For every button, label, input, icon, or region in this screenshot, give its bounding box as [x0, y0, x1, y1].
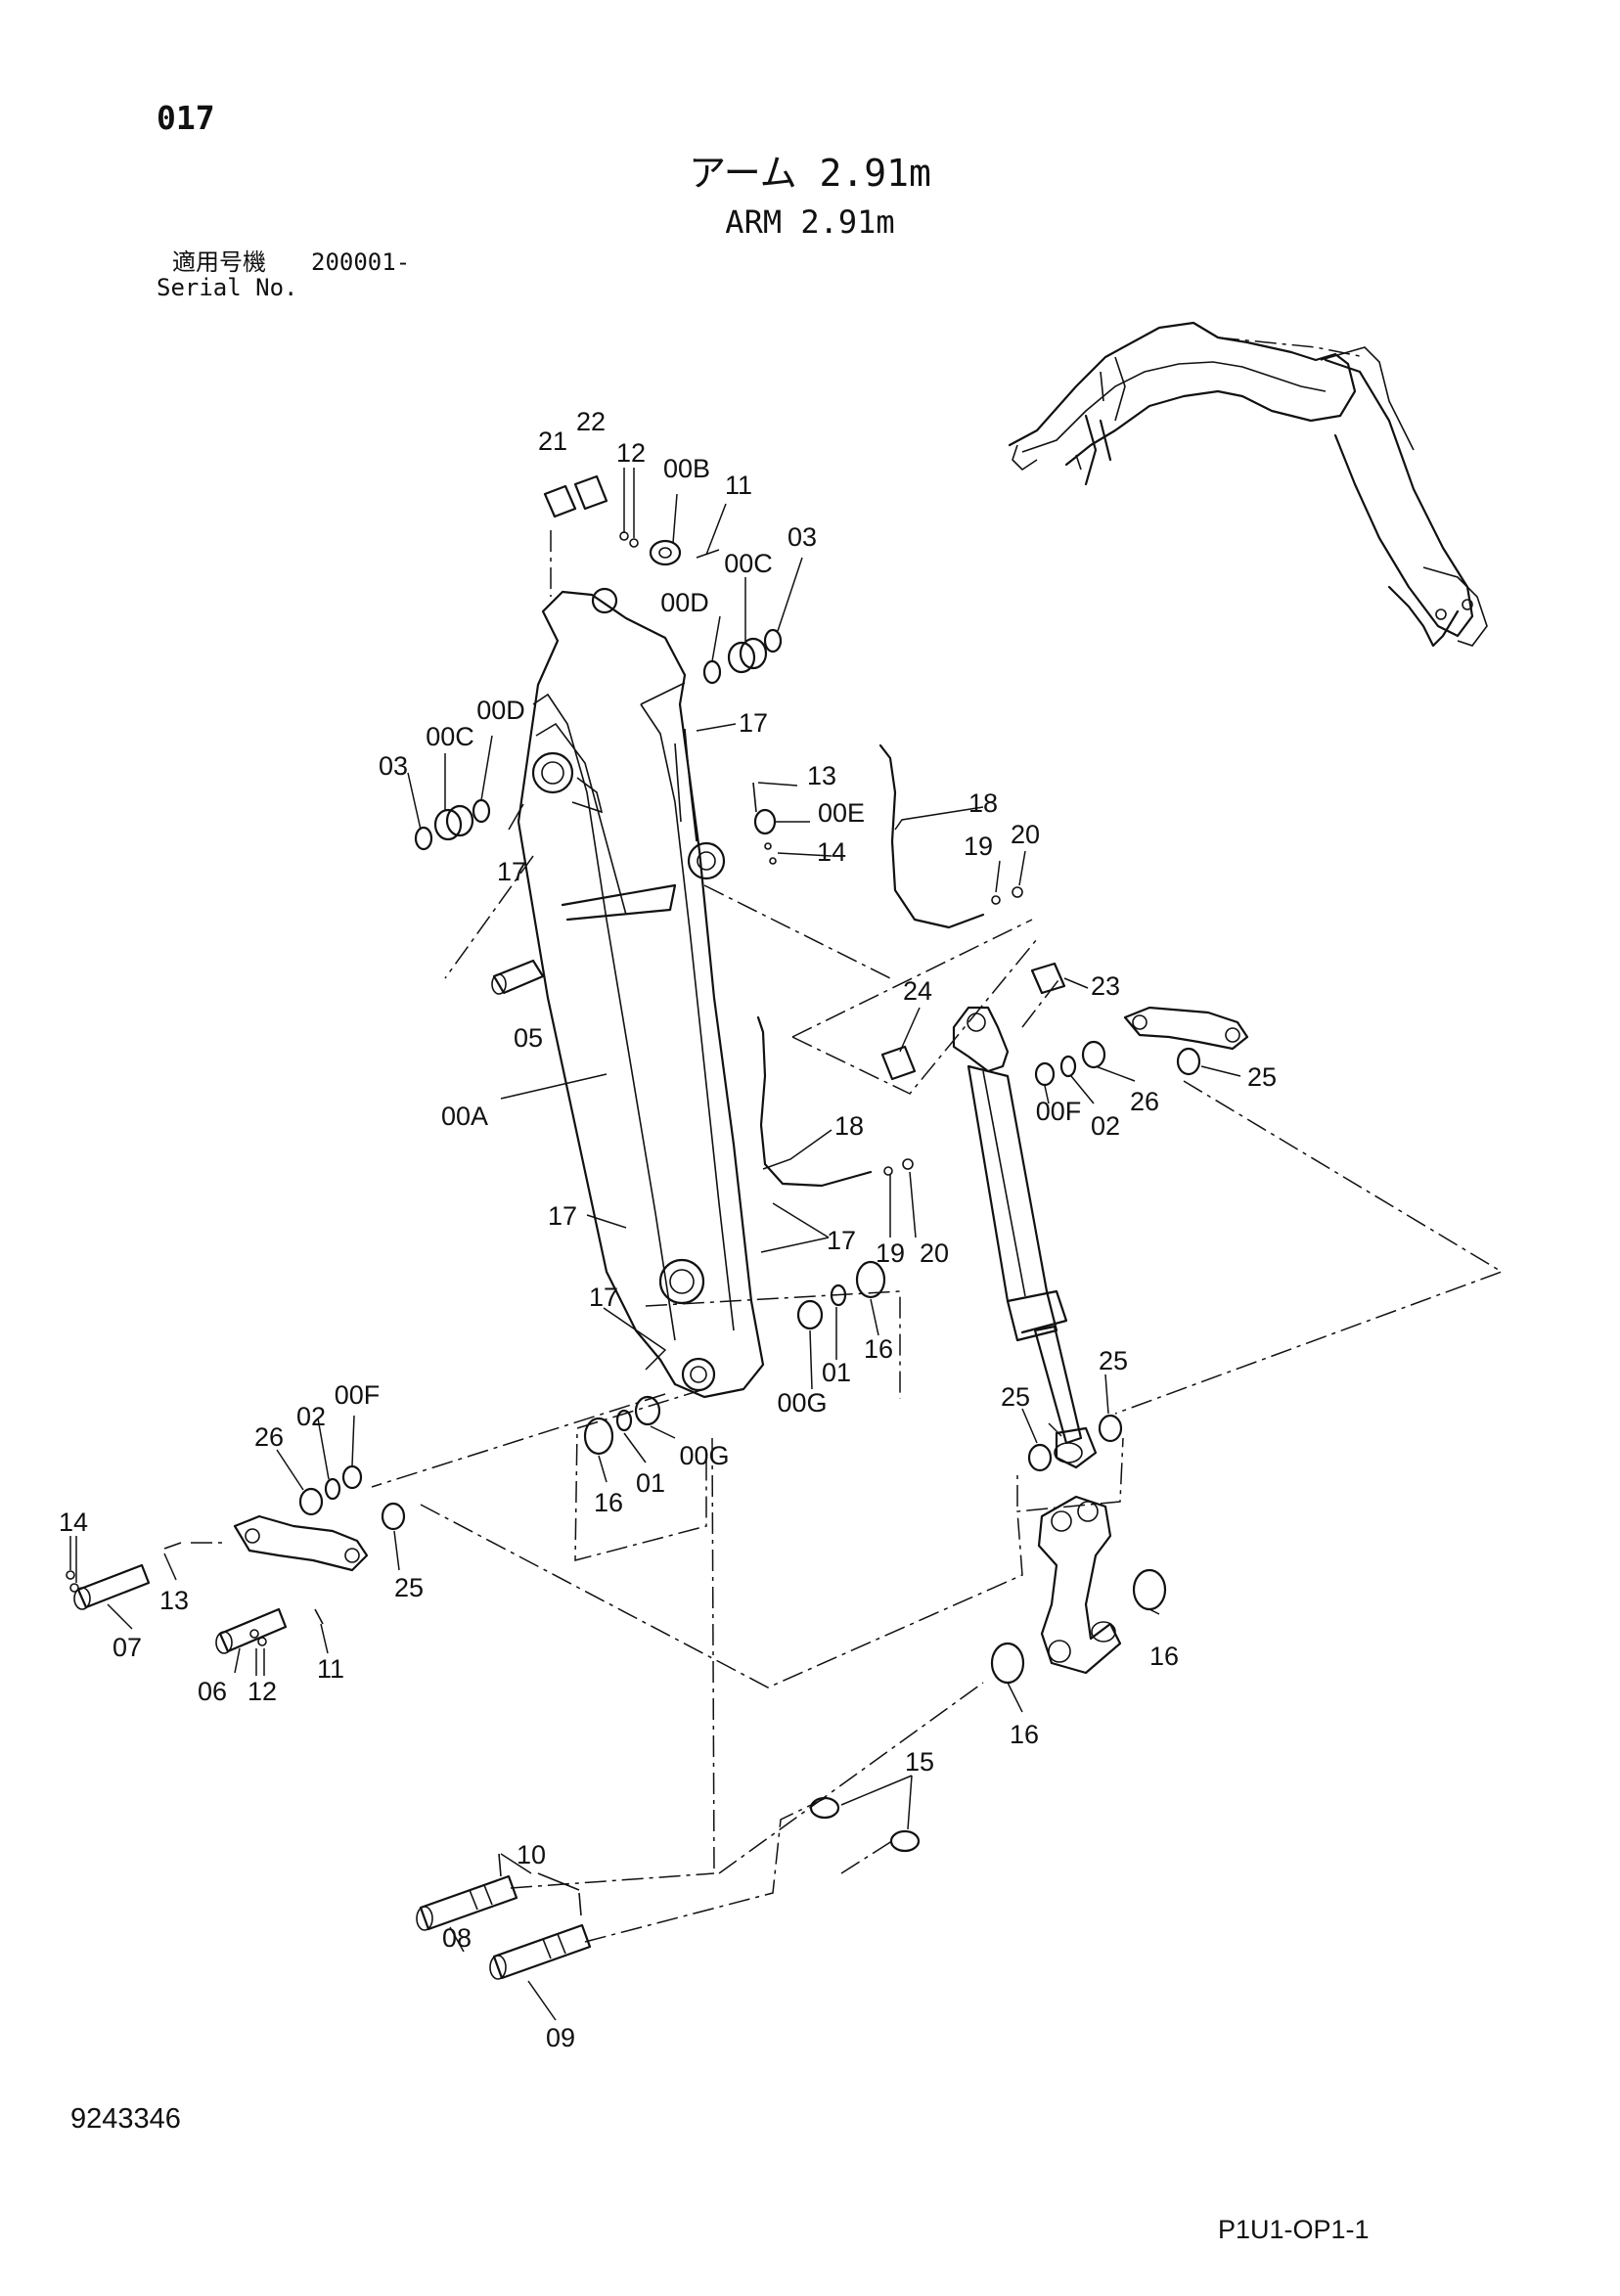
- side-link-right: [1123, 1006, 1249, 1051]
- label-16-mid: 16: [864, 1334, 893, 1364]
- label-00G-mid: 00G: [777, 1388, 827, 1418]
- label-23: 23: [1091, 971, 1120, 1001]
- label-21: 21: [538, 427, 567, 456]
- label-11-lower: 11: [317, 1654, 344, 1684]
- label-12-lower: 12: [248, 1677, 277, 1706]
- label-16-link-right: 16: [1149, 1642, 1179, 1671]
- label-07: 07: [112, 1633, 142, 1662]
- label-12-upper: 12: [616, 438, 646, 468]
- label-25-left: 25: [394, 1573, 424, 1602]
- label-03-right: 03: [788, 522, 817, 552]
- leader-lines: [69, 468, 1241, 2021]
- label-00D-left: 00D: [476, 696, 525, 725]
- pin-07: [73, 1563, 151, 1610]
- label-01-lower: 01: [636, 1468, 665, 1498]
- title-japanese: アーム 2.91m: [689, 152, 931, 195]
- label-17-top: 17: [739, 708, 768, 738]
- label-10: 10: [517, 1840, 546, 1869]
- label-17-mid-right: 17: [827, 1226, 856, 1255]
- serial-label-english: Serial No.: [157, 274, 298, 301]
- pin-06: [215, 1607, 288, 1654]
- construction-lines: [191, 530, 1504, 1943]
- label-05: 05: [514, 1023, 543, 1053]
- label-01-mid: 01: [822, 1358, 851, 1387]
- title-english: ARM 2.91m: [725, 203, 894, 241]
- label-18-lower: 18: [834, 1111, 864, 1141]
- page-code: 017: [157, 99, 215, 137]
- label-26-left: 26: [254, 1422, 284, 1452]
- label-11-upper: 11: [725, 471, 752, 500]
- label-00G-lower: 00G: [679, 1441, 729, 1470]
- label-08: 08: [442, 1923, 472, 1953]
- serial-value: 200001-: [311, 248, 410, 276]
- label-00F-left: 00F: [335, 1380, 381, 1410]
- drawing-number: 9243346: [70, 2103, 181, 2135]
- label-09: 09: [546, 2023, 575, 2052]
- label-17-bottom: 17: [589, 1283, 618, 1312]
- label-24: 24: [903, 976, 932, 1006]
- label-02-right: 02: [1091, 1111, 1120, 1141]
- label-16-lower: 16: [594, 1488, 623, 1517]
- sheet-code: P1U1-OP1-1: [1218, 2215, 1370, 2244]
- label-19-lower: 19: [876, 1238, 905, 1268]
- label-19-upper: 19: [964, 832, 993, 861]
- label-25-cylinder-upper: 25: [1099, 1346, 1128, 1375]
- link-assembly: [1037, 1495, 1122, 1675]
- label-00D-right: 00D: [660, 588, 709, 617]
- label-22: 22: [576, 407, 606, 436]
- label-06: 06: [198, 1677, 227, 1706]
- hydraulic-cylinder: [952, 1006, 1098, 1469]
- excavator-boom-overview-illustration: [1008, 321, 1488, 648]
- label-00C-right: 00C: [724, 549, 773, 578]
- label-13-upper: 13: [807, 761, 836, 790]
- label-00E: 00E: [818, 798, 865, 828]
- label-25-right: 25: [1247, 1062, 1277, 1092]
- label-00A: 00A: [441, 1102, 488, 1131]
- label-02-left: 02: [296, 1402, 326, 1431]
- label-14-left: 14: [59, 1508, 88, 1537]
- label-03-left: 03: [379, 751, 408, 781]
- label-17-left: 17: [497, 857, 526, 886]
- hose-18-upper: [878, 743, 985, 929]
- pin-09: [489, 1923, 592, 1980]
- part-labels: 21 22 12 00B 11 03 00C 00D 17 00D 00C 03…: [59, 407, 1277, 2052]
- arm-body-00A: [517, 587, 765, 1399]
- label-25-cylinder-lower: 25: [1001, 1382, 1030, 1412]
- serial-label-japanese: 適用号機: [172, 248, 266, 276]
- label-20-lower: 20: [920, 1238, 949, 1268]
- pin-08: [416, 1874, 518, 1931]
- label-16-link-left: 16: [1010, 1720, 1039, 1749]
- label-17-mid-left: 17: [548, 1201, 577, 1231]
- hose-18-lower: [756, 1015, 873, 1188]
- pin-05: [491, 959, 545, 995]
- label-14-upper: 14: [817, 837, 846, 867]
- label-20-upper: 20: [1011, 820, 1040, 849]
- label-00B: 00B: [663, 454, 710, 483]
- label-00C-left: 00C: [426, 722, 474, 751]
- side-link-left: [233, 1514, 369, 1572]
- label-00F-right: 00F: [1036, 1097, 1082, 1126]
- label-26-right: 26: [1130, 1087, 1159, 1116]
- label-15: 15: [905, 1747, 934, 1777]
- label-13-left: 13: [159, 1586, 189, 1615]
- label-18-upper: 18: [968, 788, 998, 818]
